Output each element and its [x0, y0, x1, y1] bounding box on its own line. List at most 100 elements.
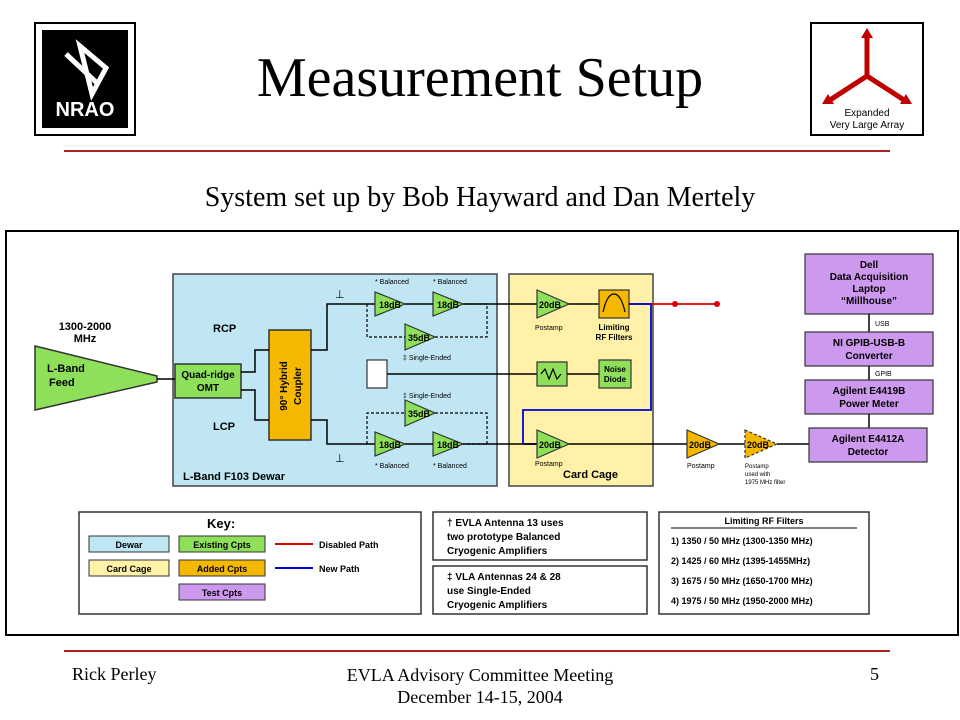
feed-label-2: Feed — [49, 377, 75, 389]
lna-top-1 — [374, 291, 407, 317]
footer-rule — [64, 650, 890, 652]
ground-symbol-top: ⊥ — [335, 289, 345, 301]
subtitle: System set up by Bob Hayward and Dan Mer… — [204, 182, 756, 213]
noise-diode-label-2: Diode — [604, 375, 627, 384]
lna-bottom-2-gain: 18dB — [437, 440, 460, 450]
evla-logo-line1: Expanded — [844, 108, 889, 119]
converter-line-1: NI GPIB-USB-B — [833, 338, 905, 349]
nrao-logo: NRAO — [34, 22, 136, 136]
evla-logo-line2: Very Large Array — [830, 120, 904, 131]
noise-diode-label-1: Noise — [604, 365, 626, 374]
omt-label-1: Quad-ridge — [181, 370, 235, 381]
block-diagram-svg: L-Band F103 Dewar Card Cage 1300-2000 MH… — [34, 253, 934, 615]
band-label-1: 1300-2000 — [59, 321, 112, 333]
added-postamp-gain: 20dB — [689, 440, 712, 450]
filters-row-3: 3) 1675 / 50 MHz (1650-1700 MHz) — [671, 576, 813, 586]
wire-hybrid-top — [311, 303, 375, 351]
omt-block — [174, 363, 242, 399]
footer-page-number: 5 — [870, 664, 879, 684]
card-cage-label: Card Cage — [563, 469, 618, 481]
power-meter-block — [804, 379, 934, 415]
wire-se-top-in — [366, 304, 405, 338]
filter-curve — [602, 293, 626, 313]
optional-postamp-gain: 20dB — [747, 440, 770, 450]
postamp-top — [536, 289, 571, 319]
key-existing-label: Existing Cpts — [193, 540, 251, 550]
key-disabled-label: Disabled Path — [319, 540, 379, 550]
noise-coupler — [366, 359, 388, 389]
key-dewar-label: Dewar — [115, 540, 143, 550]
laptop-line-3: Laptop — [852, 284, 885, 295]
detector-line-1: Agilent E4412A — [832, 434, 905, 445]
added-postamp — [686, 429, 721, 459]
filters-table-box — [658, 511, 870, 615]
converter-line-2: Converter — [845, 351, 892, 362]
key-new-label: New Path — [319, 564, 360, 574]
band-label-2: MHz — [74, 333, 97, 345]
optional-postamp-label-2: used with — [745, 472, 770, 478]
detector-block — [808, 427, 928, 463]
lna-bottom-1 — [374, 431, 407, 457]
filters-table-title: Limiting RF Filters — [724, 516, 803, 526]
note-1-line-1: † EVLA Antenna 13 uses — [447, 518, 564, 529]
key-added-label: Added Cpts — [197, 564, 248, 574]
footer-presenter: Rick Perley — [72, 664, 157, 684]
wire-hybrid-bottom — [311, 419, 375, 445]
balanced-top-1: * Balanced — [375, 279, 409, 286]
filter-label-2: RF Filters — [596, 333, 633, 342]
ground-symbol-bottom: ⊥ — [335, 453, 345, 465]
footer-meeting-line2: December 14-15, 2004 — [397, 687, 563, 707]
optional-postamp-label-3: 1975 MHz filter — [745, 480, 785, 486]
lband-feed-horn — [34, 345, 158, 411]
power-meter-line-2: Power Meter — [839, 399, 899, 410]
block-diagram: L-Band F103 Dewar Card Cage 1300-2000 MH… — [5, 230, 959, 636]
wire-se-bottom-in — [366, 412, 405, 444]
lna-bottom-1-gain: 18dB — [379, 440, 402, 450]
key-test-label: Test Cpts — [202, 588, 242, 598]
note-2-box — [432, 565, 648, 615]
hybrid-coupler-block — [268, 329, 312, 441]
rcp-label: RCP — [213, 323, 236, 335]
key-test-swatch — [178, 583, 266, 601]
key-dewar-swatch — [88, 535, 170, 553]
detector-line-2: Detector — [848, 447, 889, 458]
laptop-line-4: “Millhouse” — [841, 296, 897, 307]
single-ended-top: ‡ Single-Ended — [403, 355, 451, 362]
usb-label: USB — [875, 321, 890, 328]
added-postamp-label: Postamp — [687, 463, 715, 470]
key-title: Key: — [207, 516, 235, 531]
key-card-cage-label: Card Cage — [106, 564, 151, 574]
lna-top-2-gain: 18dB — [437, 300, 460, 310]
noise-symbol — [540, 367, 562, 381]
lcp-label: LCP — [213, 421, 235, 433]
postamp-top-gain: 20dB — [539, 300, 562, 310]
key-card-cage-swatch — [88, 559, 170, 577]
se-amp-bottom — [404, 399, 437, 427]
postamp-bottom-label: Postamp — [535, 461, 563, 468]
limiting-filter-block — [598, 289, 630, 319]
hybrid-label-2: Coupler — [293, 367, 304, 405]
page-title: Measurement Setup — [256, 47, 704, 109]
feed-label-1: L-Band — [47, 363, 85, 375]
evla-logo: Expanded Very Large Array — [810, 22, 924, 136]
footer-meeting: EVLA Advisory Committee Meeting December… — [300, 664, 660, 708]
balanced-bottom-1: * Balanced — [375, 463, 409, 470]
se-amp-top-gain: 35dB — [408, 333, 431, 343]
nrao-logo-text: NRAO — [56, 99, 115, 121]
filters-row-4: 4) 1975 / 50 MHz (1950-2000 MHz) — [671, 596, 813, 606]
power-meter-line-1: Agilent E4419B — [833, 386, 906, 397]
wire-omt-rcp — [241, 349, 269, 373]
disabled-path-dot-2 — [714, 301, 720, 307]
postamp-bottom-gain: 20dB — [539, 440, 562, 450]
lna-top-1-gain: 18dB — [379, 300, 402, 310]
balanced-top-2: * Balanced — [433, 279, 467, 286]
converter-block — [804, 331, 934, 367]
filters-row-1: 1) 1350 / 50 MHz (1300-1350 MHz) — [671, 536, 813, 546]
note-1-box — [432, 511, 648, 561]
balanced-bottom-2: * Balanced — [433, 463, 467, 470]
note-2-line-3: Cryogenic Amplifiers — [447, 600, 548, 611]
note-2-line-1: ‡ VLA Antennas 24 & 28 — [447, 572, 561, 583]
noise-diode-block — [598, 359, 632, 389]
se-amp-bottom-gain: 35dB — [408, 409, 431, 419]
optional-postamp — [744, 429, 779, 459]
